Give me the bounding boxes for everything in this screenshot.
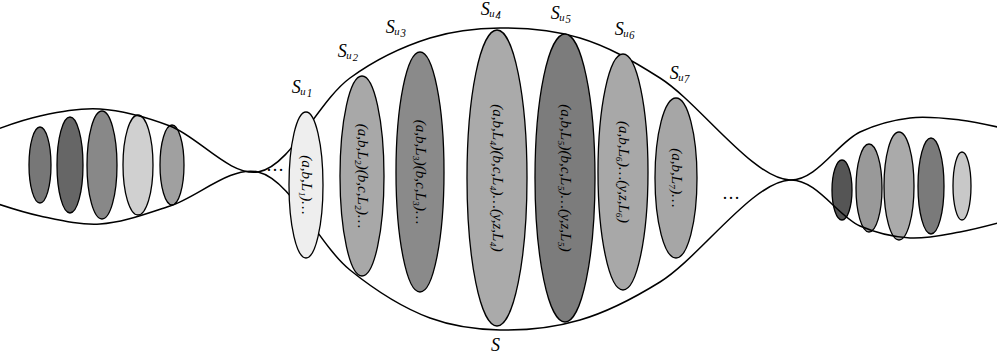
subset-ellipse (832, 160, 852, 220)
subset-ellipse (918, 138, 944, 234)
ellipse-shape (655, 98, 697, 258)
subset-ellipse: Sᵤ₂(a,b,L₂)(b,c,L₂)… (338, 74, 386, 278)
ellipse-shape (598, 54, 648, 290)
ellipsis-mark: … (722, 184, 740, 202)
ellipse-shape (289, 112, 323, 258)
tuple-list: (a,b,L₆)…(y,z,L₆) (616, 121, 631, 223)
subset-ellipse: Sᵤ₆(a,b,L₆)…(y,z,L₆) (596, 52, 650, 292)
set-label: S (491, 336, 500, 354)
subset-label: Sᵤ₃ (386, 18, 407, 36)
subset-label: Sᵤ₇ (670, 64, 691, 82)
subset-label: Sᵤ₆ (615, 20, 636, 38)
subset-label: Sᵤ₁ (292, 78, 313, 96)
subset-ellipse: Sᵤ₄(a,b,L₄)(b,c,L₄)…(y,z,L₄) (465, 28, 529, 328)
tuple-list: (a,b,L₇)… (669, 148, 684, 207)
ellipse-shape (467, 30, 527, 326)
subset-ellipse (953, 152, 971, 220)
tuple-list: (a,b,L₃)(b,c,L₃)… (413, 120, 428, 225)
subset-ellipse (123, 115, 153, 215)
subset-ellipse (160, 125, 184, 205)
subset-ellipse (29, 127, 51, 203)
subset-ellipse: Sᵤ₃(a,b,L₃)(b,c,L₃)… (394, 50, 446, 294)
tuple-list: (a,b,L₂)(b,c,L₂)… (355, 124, 370, 229)
tuple-list: (a,b,L₅)(b,c,L₅)…(y,z,L₅) (558, 104, 573, 251)
ellipsis-mark: … (266, 156, 284, 174)
subset-label: Sᵤ₄ (481, 0, 502, 18)
ellipse-shape (396, 52, 444, 292)
subset-ellipse (87, 111, 117, 219)
subset-ellipse (856, 144, 882, 232)
subset-ellipse (884, 132, 914, 240)
subset-ellipse (57, 117, 83, 213)
tuple-list: (a,b,L₁)… (299, 155, 314, 214)
subset-label: Sᵤ₅ (551, 4, 572, 22)
subset-ellipse: Sᵤ₇(a,b,L₇)… (653, 96, 699, 260)
subset-ellipse: Sᵤ₁(a,b,L₁)… (287, 110, 325, 260)
ellipse-shape (535, 34, 595, 322)
subset-label: Sᵤ₂ (338, 42, 359, 60)
tuple-list: (a,b,L₄)(b,c,L₄)…(y,z,L₄) (490, 104, 505, 251)
ellipse-shape (340, 76, 384, 276)
subset-ellipse: Sᵤ₅(a,b,L₅)(b,c,L₅)…(y,z,L₅) (533, 32, 597, 324)
